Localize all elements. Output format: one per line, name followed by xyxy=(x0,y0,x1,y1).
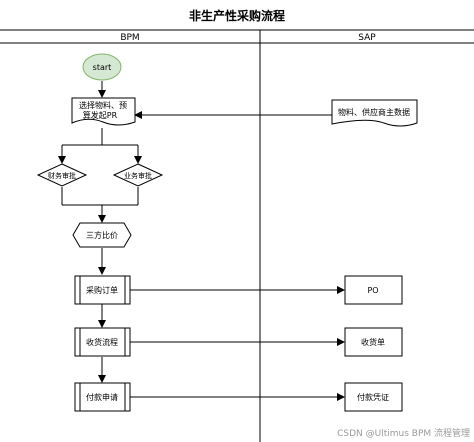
lane-header-bpm: BPM xyxy=(120,33,139,43)
po-node xyxy=(344,275,403,305)
goods-receipt-node xyxy=(344,327,403,357)
payment-request-process xyxy=(74,382,131,412)
payment-request-label: 付款申请 xyxy=(86,392,118,402)
lane-header-sap: SAP xyxy=(358,33,376,43)
business-approval-decision xyxy=(112,163,164,187)
payment-voucher-label: 付款凭证 xyxy=(357,392,389,402)
receiving-process xyxy=(74,327,131,357)
connectors xyxy=(58,81,345,401)
swimlane-frame xyxy=(0,29,474,442)
po-label: PO xyxy=(367,286,378,295)
finance-approval-decision xyxy=(36,163,88,187)
diagram-title: 非生产性采购流程 xyxy=(189,8,285,23)
start-node-label: start xyxy=(93,63,112,72)
three-quotes-node xyxy=(72,222,132,248)
receiving-process-label: 收货流程 xyxy=(86,337,118,347)
purchase-order-process xyxy=(74,275,131,305)
master-data-document-node xyxy=(331,99,418,127)
finance-approval-label: 财务审批 xyxy=(48,171,76,180)
select-materials-label-line1: 选择物料、预 xyxy=(79,100,127,110)
csdn-watermark: CSDN @Ultimus BPM 流程管理 xyxy=(337,427,470,439)
select-materials-document-node xyxy=(71,97,136,126)
payment-voucher-node xyxy=(344,382,403,412)
select-materials-label-line2: 算发起PR xyxy=(83,110,118,120)
purchase-order-label: 采购订单 xyxy=(86,285,118,295)
goods-receipt-label: 收货单 xyxy=(361,337,385,347)
start-node xyxy=(82,53,122,81)
master-data-label: 物料、供应商主数据 xyxy=(338,107,410,117)
business-approval-label: 业务审批 xyxy=(124,171,152,180)
three-quotes-label: 三方比价 xyxy=(86,230,118,240)
